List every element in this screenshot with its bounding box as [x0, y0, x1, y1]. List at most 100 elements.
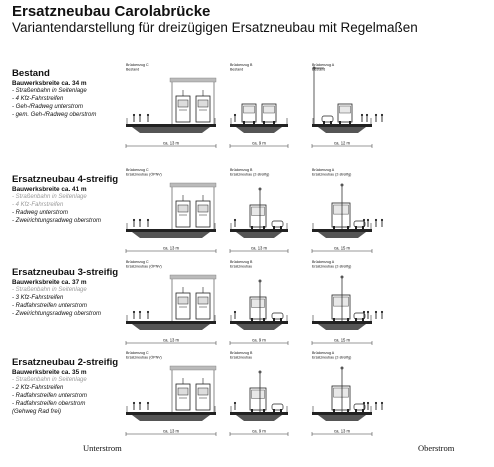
wheel — [273, 318, 275, 321]
bridge-sublabel: Ersatzneubau (ÖPNV) — [126, 356, 162, 360]
bridge-sublabel: Ersatzneubau — [230, 265, 252, 269]
wheel — [251, 226, 253, 229]
variant-item: (Gehweg Rad frei) — [12, 409, 62, 415]
wheel — [263, 409, 265, 412]
person-head — [380, 310, 384, 314]
deck-slab — [126, 124, 216, 127]
deck-girder — [236, 324, 282, 330]
wheel — [251, 409, 253, 412]
vehicle-window — [333, 296, 349, 307]
person-head — [374, 218, 378, 222]
vehicle-window — [251, 389, 265, 399]
lamp-head — [258, 187, 262, 191]
deck-girder — [132, 127, 210, 133]
person-head — [360, 113, 364, 117]
bridge-label: Brückenzug B — [230, 260, 253, 264]
wheel — [280, 409, 282, 412]
wheel — [280, 318, 282, 321]
person-head — [365, 113, 369, 117]
footer-unterstrom: Unterstrom — [83, 443, 122, 453]
person-head — [132, 113, 136, 117]
wheel — [263, 318, 265, 321]
person-head — [146, 310, 150, 314]
deck-girder — [132, 324, 210, 330]
variant-name: Ersatzneubau 2-streifig — [12, 357, 119, 368]
wheel — [333, 318, 335, 321]
wheel — [323, 121, 325, 124]
deck-girder — [236, 232, 282, 238]
page-subtitle: Variantendarstellung für dreizügigen Ers… — [12, 20, 418, 35]
dimension-label: ca. 15 m — [334, 246, 351, 251]
wheel — [263, 121, 265, 124]
tram-window — [177, 387, 189, 396]
tram-window — [177, 296, 189, 305]
deck-slab — [126, 321, 216, 324]
car-body — [271, 312, 284, 320]
variant-name: Ersatzneubau 3-streifig — [12, 267, 119, 278]
variant-item: - Straßenbahn in Seitenlage — [12, 377, 87, 383]
dimension-label: ca. 9 m — [252, 338, 266, 343]
deck-slab — [126, 412, 216, 415]
person-head — [138, 113, 142, 117]
variant-bestand: Bestand Bauwerksbreite ca. 34 m - Straße… — [12, 68, 124, 119]
deck-slab — [230, 124, 288, 127]
variant-width: Bauwerksbreite ca. 34 m — [12, 80, 87, 87]
person-head — [138, 401, 142, 405]
page-title: Ersatzneubau Carolabrücke — [12, 3, 211, 20]
dimension-label: ca. 13 m — [334, 429, 351, 434]
person-head — [366, 310, 370, 314]
wheel — [347, 318, 349, 321]
deck-slab — [312, 412, 372, 415]
tram-window — [197, 204, 209, 213]
car-body — [271, 220, 284, 228]
person-head — [146, 113, 150, 117]
wheel — [339, 121, 341, 124]
person-head — [362, 218, 366, 222]
deck-slab — [230, 229, 288, 232]
variant-width: Bauwerksbreite ca. 41 m — [12, 186, 87, 193]
dimension-label: ca. 9 m — [252, 141, 266, 146]
variant-item: - Radweg unterstrom — [12, 210, 69, 216]
bridge-sublabel: Ersatzneubau (2-streifig) — [312, 265, 351, 269]
wheel — [362, 318, 364, 321]
bridge-sublabel: Ersatzneubau (2-streifig) — [230, 173, 269, 177]
lamp-head — [340, 183, 344, 187]
person-head — [146, 218, 150, 222]
dimension-label: ca. 12 m — [334, 141, 351, 146]
bridge-label: Brückenzug C — [126, 351, 149, 355]
vehicle-window — [243, 105, 255, 114]
lamp-head — [258, 370, 262, 374]
person-head — [366, 218, 370, 222]
deck-slab — [312, 321, 372, 324]
variant-item: - Zweirichtungsradweg oberstrom — [12, 218, 102, 224]
variant-item: - 4 Kfz-Fahrstreifen — [12, 202, 64, 208]
bridge-sublabel: Ersatzneubau (ÖPNV) — [126, 265, 162, 269]
person-head — [233, 310, 237, 314]
wheel — [243, 121, 245, 124]
wheel — [251, 318, 253, 321]
deck-girder — [318, 324, 366, 330]
deck-slab — [126, 229, 216, 232]
variant-2-streifig: Ersatzneubau 2-streifig Bauwerksbreite c… — [12, 357, 124, 416]
variant-width: Bauwerksbreite ca. 37 m — [12, 279, 87, 286]
wheel — [273, 409, 275, 412]
wheel — [362, 226, 364, 229]
wheel — [333, 409, 335, 412]
catenary-frame — [169, 274, 217, 280]
deck-slab — [230, 412, 288, 415]
vehicle-window — [251, 298, 265, 308]
wheel — [355, 409, 357, 412]
wheel — [280, 226, 282, 229]
person-head — [362, 401, 366, 405]
bridge-label: Brückenzug C — [126, 260, 149, 264]
bridge-label: Brückenzug C — [126, 168, 149, 172]
variant-item: - Straßenbahn in Seitenlage — [12, 88, 87, 94]
deck-girder — [318, 232, 366, 238]
deck-slab — [312, 124, 372, 127]
catenary-frame — [169, 182, 217, 188]
person-head — [146, 401, 150, 405]
car-body — [321, 115, 334, 123]
bridge-label: Brückenzug A — [312, 63, 335, 67]
bridge-label: Brückenzug B — [230, 168, 253, 172]
